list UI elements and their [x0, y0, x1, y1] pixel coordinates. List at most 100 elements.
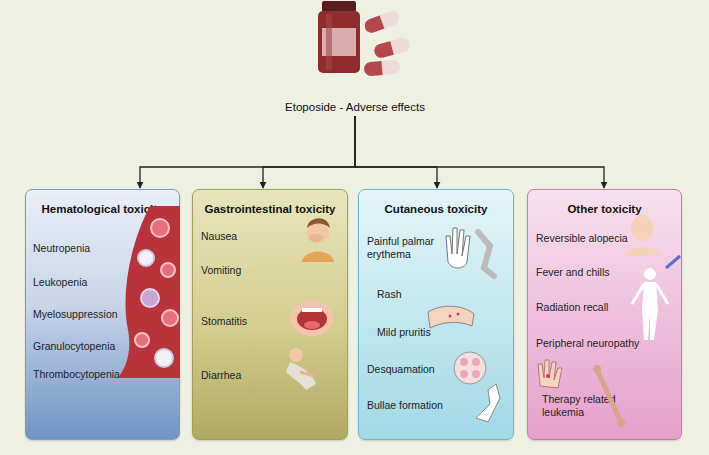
shoulders [624, 247, 660, 256]
effect-item: Myelosuppression [33, 308, 118, 321]
skin-cell [460, 358, 468, 366]
bottle-label [322, 28, 356, 56]
red-cell [135, 333, 149, 347]
effect-item: Thrombocytopenia [33, 368, 120, 381]
bottle-body [318, 11, 360, 73]
rash-dot [449, 315, 452, 318]
arm-sketch [476, 384, 500, 422]
nausea-figure [302, 218, 334, 262]
connector-arrow [263, 116, 355, 188]
white-cell [155, 349, 173, 367]
blood-cells [118, 206, 180, 378]
blood-vessel [118, 206, 180, 378]
red-cell [161, 263, 175, 277]
skin-circle [454, 352, 486, 384]
bone-end [593, 365, 601, 373]
head [644, 268, 656, 280]
effect-item: Leukopenia [33, 276, 87, 289]
shoulders [302, 252, 334, 263]
white-cell [138, 250, 154, 266]
red-cell [162, 310, 178, 326]
effect-item: Mild pruritis [377, 326, 431, 339]
capsule [373, 37, 411, 60]
body-figure [632, 256, 680, 340]
skin-cell [472, 370, 480, 378]
connector-arrow [355, 116, 604, 188]
pain-dot [546, 374, 550, 378]
effect-item: Diarrhea [201, 369, 241, 382]
red-cell [151, 219, 169, 237]
face [307, 221, 329, 243]
capsule-half [363, 59, 400, 76]
skin-cell [460, 370, 468, 378]
effect-item: Neutropenia [33, 242, 90, 255]
rash-dot [457, 313, 460, 316]
bone [598, 372, 620, 420]
box-heading: Gastrointestinal toxicity [193, 202, 347, 216]
neuropathy-hand [538, 360, 562, 388]
bottle-lid [322, 1, 356, 12]
effect-item: Therapy related leukemia [542, 393, 624, 419]
syringe [666, 256, 680, 268]
effect-item: Reversible alopecia [536, 232, 628, 245]
box-heading: Cutaneous toxicity [359, 202, 513, 216]
category-box: Other toxicityReversible alopeciaFever a… [527, 189, 682, 440]
mouth-icon [290, 300, 334, 336]
connector-arrow [355, 116, 437, 188]
white-cell [141, 289, 159, 307]
effect-item: Peripheral neuropathy [536, 337, 639, 350]
arms [632, 284, 668, 304]
skin-cell [472, 358, 480, 366]
capsule-half [363, 15, 385, 34]
body [286, 362, 316, 390]
effect-item: Desquamation [367, 363, 435, 376]
capsules [363, 9, 412, 76]
root-node: Etoposide - Adverse effects [240, 99, 470, 116]
root-label: Etoposide - Adverse effects [240, 99, 470, 115]
skin-cells-icon [454, 352, 486, 384]
effect-item: Radiation recall [536, 301, 608, 314]
rash-icon [428, 306, 474, 328]
effect-item: Stomatitis [201, 315, 247, 328]
effect-item: Nausea [201, 230, 237, 243]
effect-item: Granulocytopenia [33, 340, 115, 353]
effect-item: Bullae formation [367, 399, 443, 412]
bone-icon [593, 365, 625, 427]
teeth [302, 308, 322, 312]
bottle-shine [326, 14, 332, 70]
hand [309, 234, 323, 242]
body [642, 282, 658, 340]
connector-arrow [140, 116, 355, 188]
hair [307, 218, 330, 228]
bone-end [617, 419, 625, 427]
capsule [363, 59, 400, 76]
effect-item: Vomiting [201, 264, 241, 277]
head [289, 348, 303, 362]
effect-item: Painful palmar erythema [367, 235, 445, 261]
arm [300, 372, 314, 376]
pill-bottle [318, 1, 360, 73]
effect-item: Rash [377, 288, 402, 301]
capsule-half [363, 9, 402, 34]
bald-head-icon [624, 215, 660, 256]
capsule [363, 9, 402, 34]
hand [428, 306, 474, 328]
lips [290, 300, 334, 336]
mouth-inside [297, 308, 327, 330]
box-heading: Hematological toxicity [26, 202, 179, 216]
capsule-half [373, 37, 411, 60]
tongue [304, 321, 320, 329]
arm-sketch [478, 232, 494, 276]
palm-icon [446, 228, 470, 268]
diarrhea-figure [286, 348, 316, 390]
capsule-half [363, 61, 382, 77]
head [631, 215, 653, 241]
category-box: Gastrointestinal toxicityNauseaVomitingS… [192, 189, 348, 440]
capsule-half [373, 41, 394, 59]
effect-item: Fever and chills [536, 266, 610, 279]
box-heading: Other toxicity [528, 202, 681, 216]
hand [538, 360, 562, 388]
hand [446, 228, 470, 268]
category-box: Cutaneous toxicityPainful palmar erythem… [358, 189, 514, 440]
